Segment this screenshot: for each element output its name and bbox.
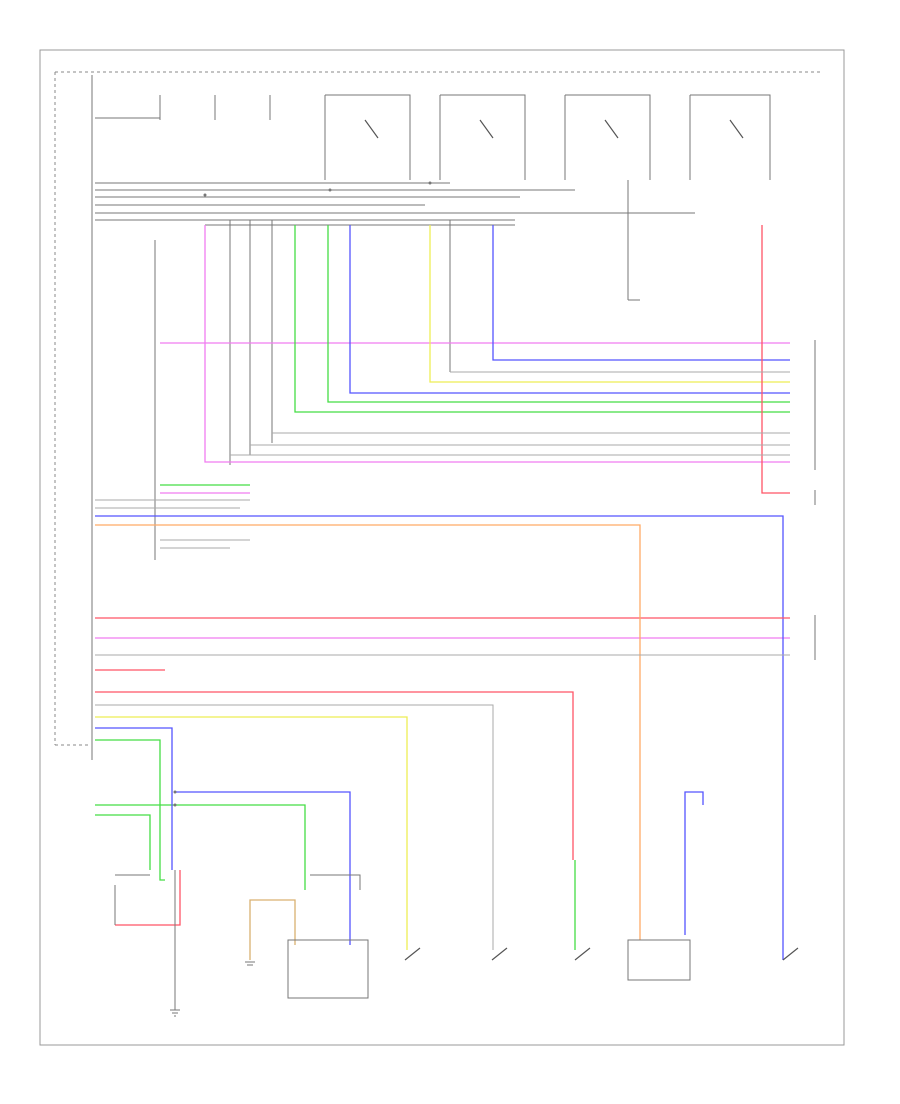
ground-icon bbox=[170, 961, 255, 1017]
wire-blue bbox=[95, 225, 790, 960]
wire-pink bbox=[95, 225, 790, 639]
switch-block-3 bbox=[564, 94, 651, 180]
top-switch-group bbox=[95, 94, 771, 180]
connector-dots bbox=[173, 181, 432, 807]
diagram-frame bbox=[39, 49, 845, 1046]
component-box-2 bbox=[627, 939, 691, 981]
wire-gray bbox=[95, 371, 790, 950]
component-lead bbox=[310, 874, 361, 890]
bottom-components bbox=[114, 870, 799, 1010]
bus-drops bbox=[154, 180, 640, 560]
switch-block-2 bbox=[439, 94, 526, 180]
top-switch-leads bbox=[159, 95, 271, 120]
bottom-switch-contacts bbox=[404, 947, 799, 961]
wire-green bbox=[95, 225, 790, 950]
sensor-lead bbox=[114, 874, 150, 925]
wire-yellow bbox=[95, 225, 790, 950]
wire-tan bbox=[249, 899, 296, 960]
component-box-1 bbox=[287, 939, 369, 999]
wire-orange bbox=[95, 524, 641, 940]
switch-block-1 bbox=[324, 94, 411, 180]
switch-contacts bbox=[364, 119, 744, 139]
wire-red bbox=[95, 225, 790, 926]
control-module-outline bbox=[54, 71, 820, 746]
switch-block-4 bbox=[689, 94, 771, 180]
top-bus bbox=[95, 182, 695, 226]
